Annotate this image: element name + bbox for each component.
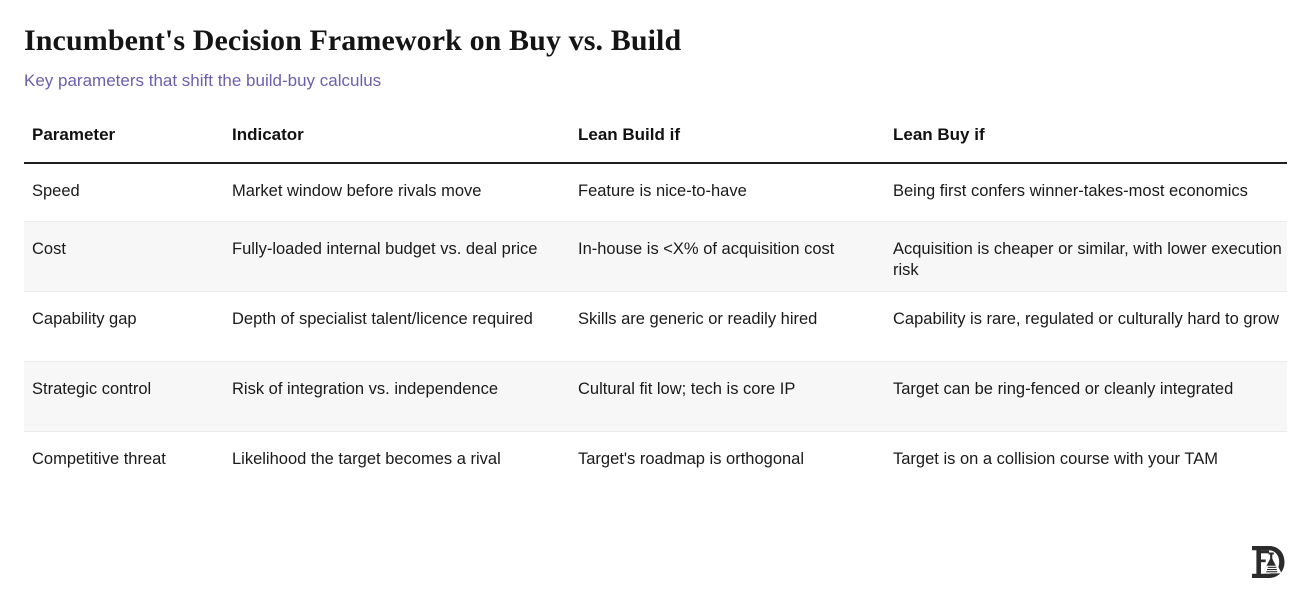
cell-lean-buy-if: Capability is rare, regulated or cultura… [893,310,1280,328]
table-row: Speed Market window before rivals move F… [24,164,1287,222]
cell-lean-build-if: In-house is <X% of acquisition cost [578,240,835,258]
table-header-row: Parameter Indicator Lean Build if Lean B… [24,124,1287,164]
cell-lean-build-if: Cultural fit low; tech is core IP [578,380,796,398]
decision-framework-table: Parameter Indicator Lean Build if Lean B… [24,124,1287,502]
page-subtitle: Key parameters that shift the build-buy … [24,71,382,90]
table-row: Cost Fully-loaded internal budget vs. de… [24,222,1287,292]
cell-lean-buy-if: Being first confers winner-takes-most ec… [893,182,1248,200]
cell-lean-buy-if: Target can be ring-fenced or cleanly int… [893,380,1234,398]
cell-parameter: Strategic control [32,380,152,398]
table-row: Strategic control Risk of integration vs… [24,362,1287,432]
cell-lean-buy-if: Acquisition is cheaper or similar, with … [893,240,1282,279]
table-row: Capability gap Depth of specialist talen… [24,292,1287,362]
cell-parameter: Speed [32,182,80,200]
page-title: Incumbent's Decision Framework on Buy vs… [24,24,682,57]
cell-parameter: Competitive threat [32,450,166,468]
column-header-lean-build-if: Lean Build if [578,125,680,144]
cell-indicator: Market window before rivals move [232,182,482,200]
cell-lean-build-if: Target's roadmap is orthogonal [578,450,805,468]
cell-indicator: Risk of integration vs. independence [232,380,498,398]
cell-parameter: Cost [32,240,66,258]
cell-indicator: Fully-loaded internal budget vs. deal pr… [232,240,538,258]
publication-monogram-logo-icon [1246,541,1288,583]
cell-indicator: Likelihood the target becomes a rival [232,450,501,468]
column-header-parameter: Parameter [32,125,116,144]
column-header-lean-buy-if: Lean Buy if [893,125,985,144]
table-row: Competitive threat Likelihood the target… [24,432,1287,502]
cell-lean-build-if: Feature is nice-to-have [578,182,747,200]
cell-parameter: Capability gap [32,310,137,328]
cell-indicator: Depth of specialist talent/licence requi… [232,310,533,328]
cell-lean-buy-if: Target is on a collision course with you… [893,450,1218,468]
cell-lean-build-if: Skills are generic or readily hired [578,310,818,328]
column-header-indicator: Indicator [232,125,304,144]
